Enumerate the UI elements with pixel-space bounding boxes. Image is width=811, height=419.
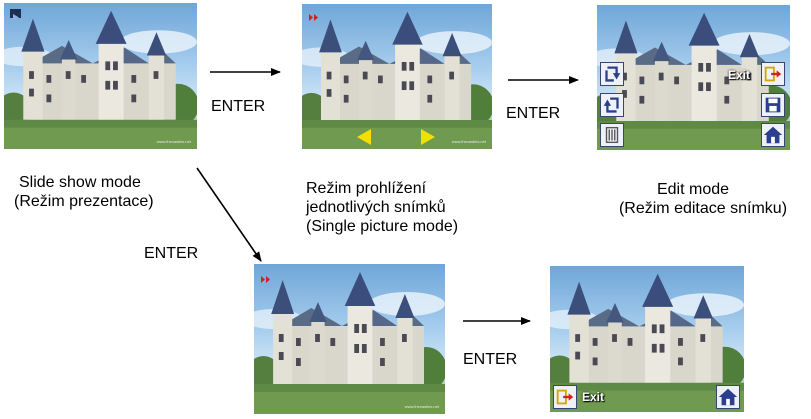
single-picture-screenshot: www.thecastles.net	[302, 4, 492, 149]
previous-arrow-icon[interactable]	[356, 128, 372, 146]
edit-mode-screenshot: Exit	[597, 5, 790, 150]
save-button[interactable]	[761, 93, 785, 117]
home-button[interactable]	[761, 123, 785, 147]
rotate-right-icon	[603, 97, 619, 113]
exit-icon	[556, 389, 574, 405]
single-picture-caption: Režim prohlížení jednotlivých snímků (Si…	[306, 179, 458, 236]
exit-button[interactable]	[761, 62, 785, 86]
home-button[interactable]	[716, 385, 740, 409]
arrow-slideshow-to-bottom	[196, 167, 262, 262]
edit-caption: Edit mode (Režim editace snímku)	[598, 180, 808, 218]
home-icon	[763, 126, 783, 144]
bottom-single-picture-screenshot: www.thecastles.net	[254, 264, 445, 414]
bottom-edit-screenshot: Exit	[550, 266, 744, 412]
slideshow-caption-line1: Slide show mode	[19, 174, 141, 191]
save-icon	[765, 97, 781, 113]
enter-label-3: ENTER	[144, 245, 199, 262]
rotate-left-icon	[605, 66, 621, 82]
enter-label-1: ENTER	[211, 98, 266, 115]
single-picture-mode-icon	[260, 271, 271, 283]
exit-label: Exit	[728, 68, 751, 82]
slideshow-mode-icon	[10, 9, 21, 21]
single-picture-caption-line1: Režim prohlížení	[306, 180, 427, 197]
single-picture-mode-icon	[308, 9, 319, 21]
edit-caption-line1: Edit mode	[656, 181, 730, 198]
rotate-left-button[interactable]	[600, 62, 624, 86]
home-icon	[718, 388, 738, 406]
delete-icon	[605, 126, 619, 144]
enter-label-2: ENTER	[506, 105, 561, 122]
single-picture-caption-line2: jednotlivých snímků	[306, 199, 446, 216]
delete-button[interactable]	[600, 123, 624, 147]
slideshow-caption: Slide show mode (Režim prezentace)	[14, 173, 194, 211]
edit-caption-line2: (Režim editace snímku)	[618, 200, 788, 217]
exit-button[interactable]	[553, 385, 577, 409]
enter-label-4: ENTER	[463, 351, 518, 368]
slideshow-screenshot: www.thecastles.net	[4, 3, 197, 149]
exit-icon	[764, 66, 782, 82]
single-picture-caption-line3: (Single picture mode)	[306, 218, 459, 235]
exit-label: Exit	[582, 390, 605, 404]
next-arrow-icon[interactable]	[420, 128, 436, 146]
rotate-right-button[interactable]	[600, 93, 624, 117]
slideshow-caption-line2: (Režim prezentace)	[14, 193, 154, 210]
